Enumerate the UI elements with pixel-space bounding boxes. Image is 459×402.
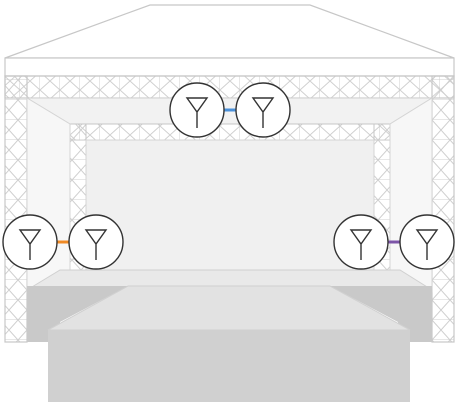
left-tower [5,76,27,342]
antenna-circle-top-right [236,83,290,137]
inner-truss-top [70,124,390,140]
roof-beam [5,58,454,76]
top-truss [5,76,454,98]
antenna-circle-top-left [170,83,224,137]
antenna-circle-left-left [3,215,57,269]
antenna-circle-right-left [334,215,388,269]
back-wall [86,140,374,274]
antenna-circle-left-right [69,215,123,269]
runway-front [48,330,410,402]
right-tower [432,76,454,342]
antenna-circle-right-right [400,215,454,269]
roof [5,5,454,58]
